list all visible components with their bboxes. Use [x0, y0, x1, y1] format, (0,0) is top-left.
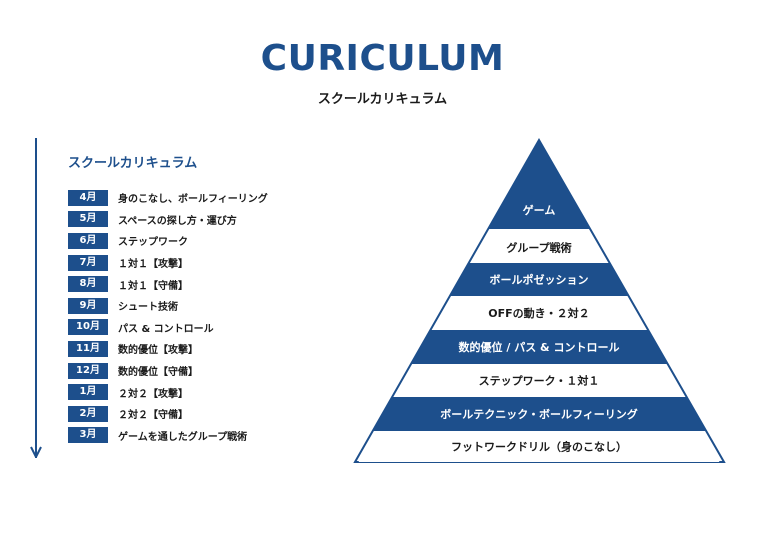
list-item: 2月 ２対２【守備】 [68, 403, 268, 425]
list-item: 6月ステップワーク [68, 230, 268, 252]
pyramid-level [434, 296, 644, 330]
month-badge: 1月 [68, 384, 108, 401]
pyramid-level-label: ボールポゼッション [490, 273, 589, 287]
pyramid-level [488, 140, 590, 229]
topic-label: １対１【攻撃】 [118, 259, 188, 271]
month-badge: 12月 [68, 362, 108, 379]
month-badge: 8月 [68, 276, 108, 293]
topic-label: 身のこなし、ボールフィーリング [118, 194, 268, 206]
list-item: 11月数的優位【攻撃】 [68, 338, 268, 360]
pyramid-level-label: ゲーム [523, 203, 556, 217]
topic-label: ゲームを通したグループ戦術 [118, 431, 248, 443]
monthly-schedule: 4月身のこなし、ボールフィーリング 5月スペースの探し方・運び方 6月ステップワ… [68, 187, 268, 446]
month-badge: 11月 [68, 340, 108, 357]
pyramid-level [410, 330, 668, 364]
pyramid-level [372, 397, 706, 431]
month-badge: 3月 [68, 427, 108, 444]
pyramid-level [472, 232, 606, 263]
topic-label: ステップワーク [118, 237, 188, 249]
page-title: CURICULUM [260, 38, 505, 79]
pyramid-level-label: OFFの動き・２対２ [488, 306, 589, 320]
timeline-line [35, 138, 37, 458]
month-badge: 4月 [68, 189, 108, 206]
pyramid-level-label: グループ戦術 [506, 241, 571, 255]
topic-label: ２対２【攻撃】 [118, 388, 188, 400]
month-badge: 5月 [68, 211, 108, 228]
pyramid-level-label: フットワークドリル（身のこなし） [451, 440, 627, 454]
month-badge: 7月 [68, 254, 108, 271]
list-item: 7月 １対１【攻撃】 [68, 252, 268, 274]
page-subtitle: スクールカリキュラム [317, 92, 448, 107]
topic-label: ２対２【守備】 [118, 410, 188, 422]
pyramid-level [449, 263, 629, 296]
month-badge: 2月 [68, 405, 108, 422]
timeline-arrow-icon [30, 446, 42, 458]
topic-label: パス & コントロール [118, 323, 214, 335]
pyramid-level-label: ボールテクニック・ボールフィーリング [440, 407, 638, 421]
topic-label: シュート技術 [118, 302, 178, 314]
schedule-title: スクールカリキュラム [68, 156, 198, 171]
list-item: 10月パス & コントロール [68, 317, 268, 339]
list-item: 12月数的優位【守備】 [68, 360, 268, 382]
topic-label: 数的優位【守備】 [118, 367, 198, 379]
list-item: 3月ゲームを通したグループ戦術 [68, 425, 268, 447]
list-item: 1月 ２対２【攻撃】 [68, 381, 268, 403]
pyramid-level-label: 数的優位 / パス & コントロール [459, 340, 620, 354]
list-item: 9月シュート技術 [68, 295, 268, 317]
list-item: 4月身のこなし、ボールフィーリング [68, 187, 268, 209]
month-badge: 9月 [68, 297, 108, 314]
topic-label: スペースの探し方・運び方 [118, 215, 237, 227]
list-item: 8月 １対１【守備】 [68, 273, 268, 295]
list-item: 5月スペースの探し方・運び方 [68, 209, 268, 231]
topic-label: １対１【守備】 [118, 280, 188, 292]
pyramid-level [358, 431, 720, 462]
month-badge: 10月 [68, 319, 108, 336]
month-badge: 6月 [68, 232, 108, 249]
pyramid-level-label: ステップワーク・１対１ [479, 374, 600, 388]
pyramid-level [395, 364, 683, 397]
topic-label: 数的優位【攻撃】 [118, 345, 198, 357]
